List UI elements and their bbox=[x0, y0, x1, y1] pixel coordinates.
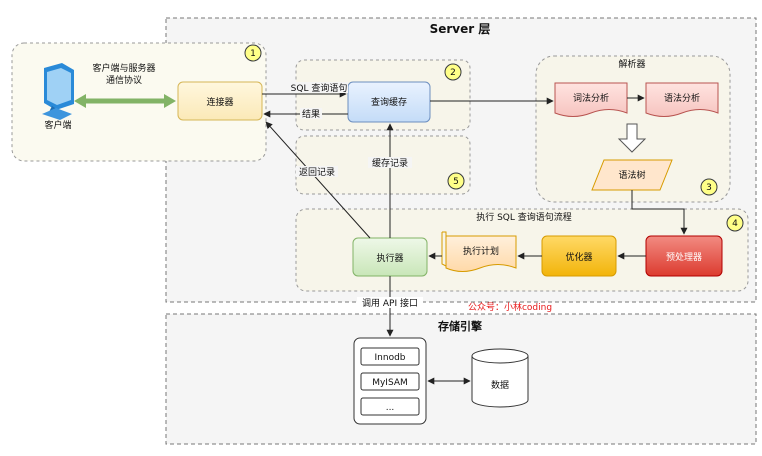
svg-text:2: 2 bbox=[450, 68, 456, 78]
svg-text:3: 3 bbox=[706, 183, 712, 193]
storage-layer-title: 存储引擎 bbox=[438, 319, 482, 333]
query-cache-label: 查询缓存 bbox=[371, 96, 407, 108]
return-records-label-bg bbox=[296, 166, 338, 177]
execution-plan-label: 执行计划 bbox=[463, 245, 499, 257]
engine-more-label: ... bbox=[386, 403, 395, 413]
parse-down-arrow-icon bbox=[617, 123, 647, 153]
badge-5: 5 bbox=[447, 172, 465, 190]
engine-more[interactable] bbox=[360, 397, 420, 416]
connector-label: 连接器 bbox=[206, 96, 233, 108]
result-label: 结果 bbox=[302, 108, 320, 120]
lexical-analysis-label: 词法分析 bbox=[573, 92, 609, 104]
svg-text:1: 1 bbox=[250, 49, 256, 59]
api-call-label-bg bbox=[357, 297, 423, 308]
api-call-label: 调用 API 接口 bbox=[362, 297, 418, 309]
sql-query-label: SQL 查询语句 bbox=[291, 82, 348, 94]
link-arrowhead-right bbox=[164, 94, 176, 108]
client-label: 客户端 bbox=[44, 119, 71, 131]
optimizer-label: 优化器 bbox=[565, 251, 592, 263]
syntax-tree-box[interactable] bbox=[591, 159, 673, 191]
badge-1: 1 bbox=[244, 44, 262, 62]
database-icon bbox=[471, 348, 529, 408]
data-label: 数据 bbox=[491, 379, 509, 391]
parser-title: 解析器 bbox=[618, 58, 645, 70]
executor-label: 执行器 bbox=[376, 252, 403, 264]
preprocessor-label: 预处理器 bbox=[666, 251, 702, 263]
badge-4: 4 bbox=[726, 214, 744, 232]
cache-records-label: 缓存记录 bbox=[372, 157, 408, 169]
engine-myisam-label: MyISAM bbox=[372, 378, 408, 388]
query-cache-box[interactable] bbox=[347, 81, 431, 123]
tree-to-preprocessor-arrow bbox=[631, 190, 688, 235]
engine-innodb[interactable] bbox=[360, 347, 420, 366]
server-layer-title: Server 层 bbox=[430, 22, 491, 36]
svg-text:5: 5 bbox=[453, 177, 459, 187]
badge-3: 3 bbox=[700, 178, 718, 196]
link-arrowhead-left bbox=[74, 94, 86, 108]
lexical-analysis-box[interactable] bbox=[554, 82, 628, 117]
exec-flow-title: 执行 SQL 查询语句流程 bbox=[476, 211, 572, 223]
execution-plan-shadow bbox=[441, 231, 447, 267]
engine-myisam[interactable] bbox=[360, 372, 420, 391]
storage-layer-box bbox=[165, 313, 757, 445]
return-records-label: 返回记录 bbox=[299, 166, 335, 178]
protocol-label-line1: 客户端与服务器 bbox=[92, 62, 155, 74]
return-records-arrow bbox=[265, 121, 371, 239]
monitor-icon bbox=[42, 63, 74, 120]
engine-innodb-label: Innodb bbox=[375, 353, 406, 363]
syntax-analysis-box[interactable] bbox=[645, 82, 719, 117]
syntax-analysis-label: 语法分析 bbox=[664, 92, 700, 104]
result-label-bg bbox=[300, 108, 322, 119]
execution-plan-box[interactable] bbox=[445, 235, 517, 272]
svg-text:4: 4 bbox=[732, 219, 738, 229]
cache-records-label-bg bbox=[368, 157, 412, 168]
protocol-label-line2: 通信协议 bbox=[106, 74, 142, 86]
syntax-tree-label: 语法树 bbox=[618, 169, 645, 181]
watermark-text: 公众号：小林coding bbox=[468, 301, 552, 313]
sql-query-label-bg bbox=[290, 82, 348, 93]
connector-box[interactable] bbox=[177, 81, 263, 121]
badge-2: 2 bbox=[444, 63, 462, 81]
